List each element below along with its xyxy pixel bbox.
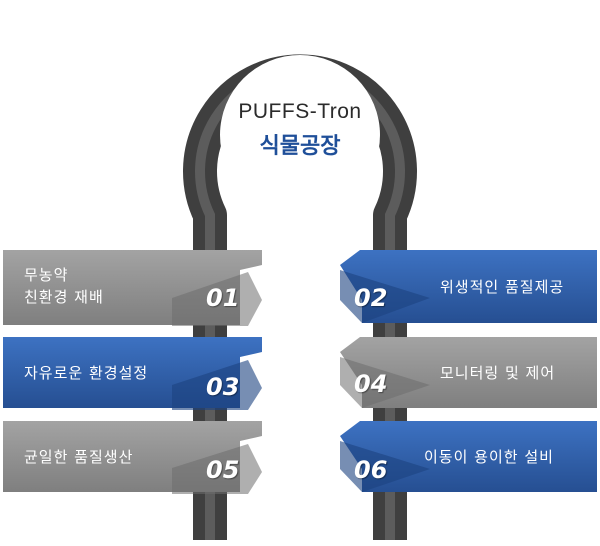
banner-02 <box>340 250 597 323</box>
item-01-line2: 친환경 재배 <box>24 288 104 306</box>
item-05-line1: 균일한 품질생산 <box>24 448 134 466</box>
center-title-line1: PUFFS-Tron <box>238 100 362 123</box>
item-01-number: 01 <box>206 284 240 312</box>
item-01-line1: 무농약 <box>24 266 69 284</box>
item-03-label: 자유로운 환경설정 <box>24 362 148 384</box>
item-06-line1: 이동이 용이한 설비 <box>424 448 554 466</box>
banner-04 <box>340 337 597 408</box>
item-06-label: 이동이 용이한 설비 <box>424 446 554 468</box>
item-02-line1: 위생적인 품질제공 <box>440 278 565 296</box>
item-04-label: 모니터링 및 제어 <box>440 362 555 384</box>
item-05-label: 균일한 품질생산 <box>24 446 133 468</box>
banner-01 <box>3 250 262 326</box>
item-02-label: 위생적인 품질제공 <box>440 276 564 298</box>
banner-03 <box>3 337 262 410</box>
center-title-line2: 식물공장 <box>259 133 341 158</box>
item-01-label: 무농약 친환경 재배 <box>24 264 104 308</box>
banner-06 <box>340 421 597 492</box>
item-05-number: 05 <box>206 456 240 484</box>
item-04-line1: 모니터링 및 제어 <box>440 364 556 382</box>
item-03-line1: 자유로운 환경설정 <box>24 364 149 382</box>
item-04-number: 04 <box>354 370 388 398</box>
banner-05 <box>3 421 262 494</box>
item-02-number: 02 <box>354 284 388 312</box>
item-06-number: 06 <box>354 456 388 484</box>
center-circle <box>220 55 380 215</box>
item-03-number: 03 <box>206 373 240 401</box>
center-title: PUFFS-Tron 식물공장 <box>218 100 382 160</box>
